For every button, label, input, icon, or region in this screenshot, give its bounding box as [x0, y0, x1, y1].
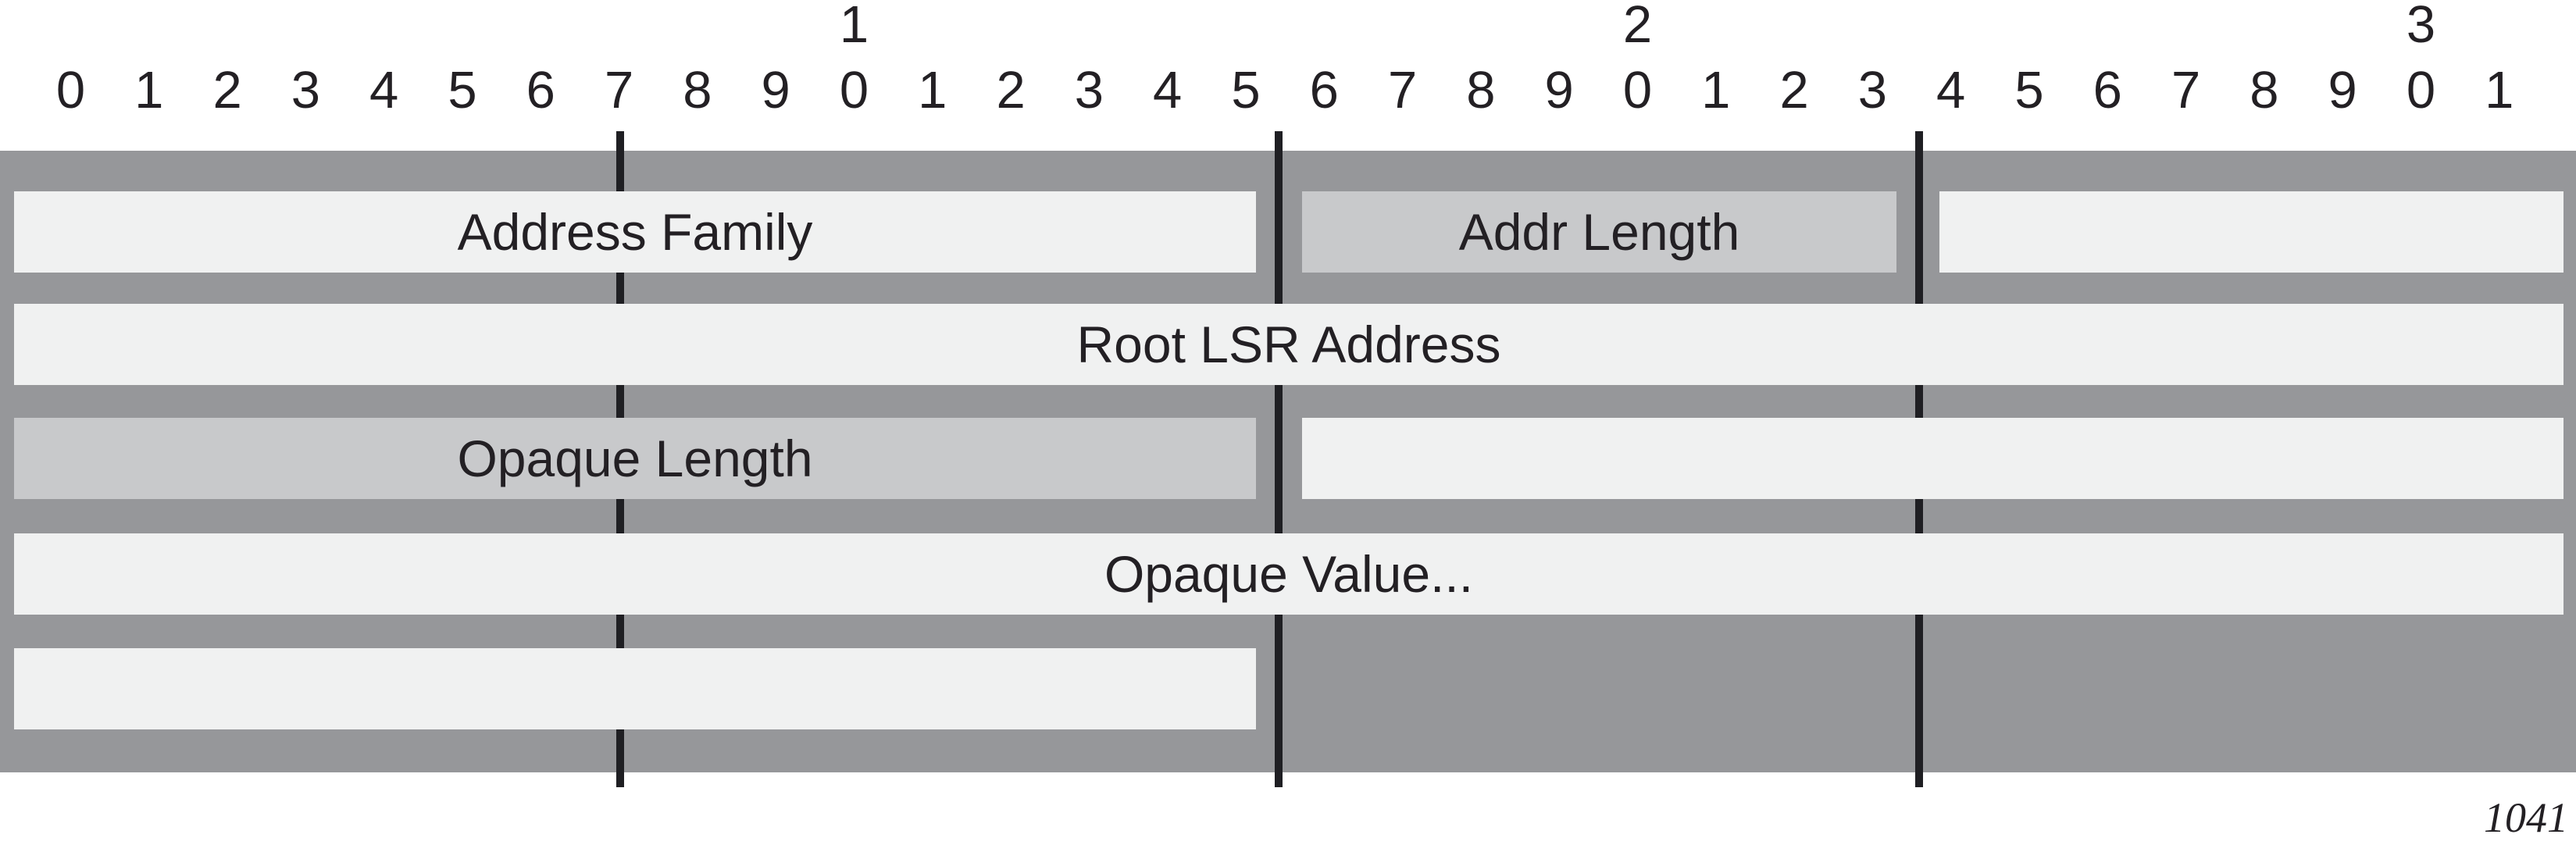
bit-tens-label-10: 1 — [839, 0, 869, 54]
field-label: Root LSR Address — [1076, 316, 1501, 373]
bit-digit-3: 3 — [291, 61, 321, 119]
field-word-1-address-family: Address Family — [14, 191, 1256, 273]
field-label: Opaque Length — [457, 430, 813, 487]
bit-digit-8: 8 — [683, 61, 712, 119]
bit-digit-2: 2 — [212, 61, 242, 119]
bit-tens-label-30: 3 — [2406, 0, 2436, 54]
byte-boundary-line-2 — [1275, 131, 1283, 787]
bit-digit-30: 0 — [2406, 61, 2436, 119]
bit-digit-27: 7 — [2171, 61, 2201, 119]
bit-digit-0: 0 — [55, 61, 86, 119]
field-word-3-opaque-length: Opaque Length — [14, 418, 1256, 499]
bit-digit-5: 5 — [448, 61, 477, 119]
field-word-2-root-lsr-address: Root LSR Address — [14, 304, 2564, 385]
bit-digit-19: 9 — [1544, 61, 1574, 119]
figure-number: 1041 — [2484, 794, 2568, 841]
bit-digit-21: 1 — [1701, 61, 1731, 119]
bit-tens-label-20: 2 — [1622, 0, 1653, 54]
bit-digit-31: 1 — [2485, 61, 2514, 119]
bit-digit-13: 3 — [1074, 61, 1104, 119]
bit-digit-23: 3 — [1857, 61, 1888, 119]
bit-digit-15: 5 — [1231, 61, 1261, 119]
bit-digit-20: 0 — [1622, 61, 1653, 119]
field-label: Opaque Value... — [1104, 545, 1474, 603]
field-word-3-reserved-1 — [1302, 418, 2564, 499]
bit-digit-14: 4 — [1153, 61, 1183, 119]
bit-digit-26: 6 — [2093, 61, 2122, 119]
bit-digit-24: 4 — [1936, 61, 1966, 119]
bit-digit-25: 5 — [2014, 61, 2044, 119]
bit-digit-18: 8 — [1466, 61, 1496, 119]
bit-digit-22: 2 — [1779, 61, 1809, 119]
field-word-5-reserved-0 — [14, 648, 1256, 729]
bit-digit-11: 1 — [918, 61, 947, 119]
field-label: Address Family — [457, 203, 813, 261]
bit-digit-10: 0 — [839, 61, 869, 119]
bit-digit-9: 9 — [761, 61, 790, 119]
bit-digit-29: 9 — [2328, 61, 2357, 119]
bit-digit-7: 7 — [604, 61, 634, 119]
field-word-1-addr-length: Addr Length — [1302, 191, 1896, 273]
field-word-1-reserved-2 — [1939, 191, 2564, 273]
bit-digit-6: 6 — [526, 61, 555, 119]
bit-digit-12: 2 — [996, 61, 1026, 119]
bit-digit-28: 8 — [2250, 61, 2279, 119]
field-word-4-opaque-value: Opaque Value... — [14, 533, 2564, 615]
bit-digit-4: 4 — [369, 61, 399, 119]
bit-digit-1: 1 — [134, 61, 164, 119]
bit-digit-17: 7 — [1387, 61, 1418, 119]
field-label: Addr Length — [1458, 203, 1740, 261]
bit-digit-16: 6 — [1309, 61, 1339, 119]
